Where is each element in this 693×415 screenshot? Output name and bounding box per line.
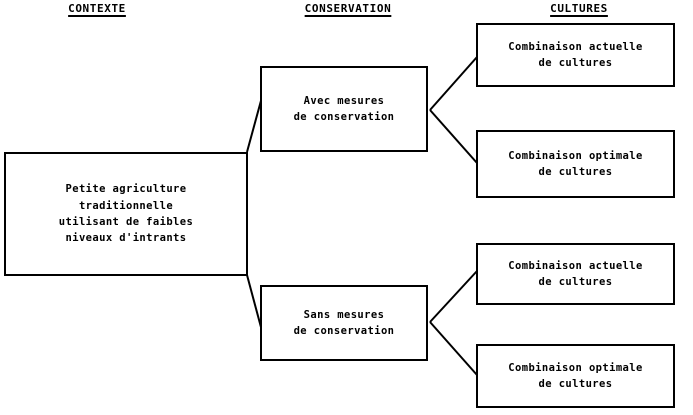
crops-current-box-2[interactable]: Combinaison actuelle de cultures bbox=[476, 243, 675, 305]
crops-optimal-box-2[interactable]: Combinaison optimale de cultures bbox=[476, 344, 675, 408]
without-conservation-box[interactable]: Sans mesures de conservation bbox=[260, 285, 428, 361]
crops-optimal-box-1-label: Combinaison optimale de cultures bbox=[508, 149, 643, 178]
connector-with-to-optimal-1 bbox=[429, 109, 478, 164]
column-header-conservation: CONSERVATION bbox=[288, 2, 408, 15]
crops-optimal-box-1[interactable]: Combinaison optimale de cultures bbox=[476, 130, 675, 198]
crops-current-box-1-label: Combinaison actuelle de cultures bbox=[508, 40, 643, 69]
context-box-label: Petite agriculture traditionnelle utilis… bbox=[58, 183, 194, 245]
context-box[interactable]: Petite agriculture traditionnelle utilis… bbox=[4, 152, 248, 276]
with-conservation-box-label: Avec mesures de conservation bbox=[293, 94, 395, 123]
column-header-cultures: CULTURES bbox=[524, 2, 634, 15]
connector-with-to-current-1 bbox=[429, 56, 478, 111]
column-header-contexte-label: CONTEXTE bbox=[68, 2, 126, 15]
crops-current-box-2-label: Combinaison actuelle de cultures bbox=[508, 259, 643, 288]
connector-without-to-optimal-2 bbox=[429, 321, 478, 376]
column-header-contexte: CONTEXTE bbox=[42, 2, 152, 15]
column-header-conservation-label: CONSERVATION bbox=[304, 2, 392, 15]
crops-optimal-box-2-label: Combinaison optimale de cultures bbox=[508, 361, 643, 390]
with-conservation-box[interactable]: Avec mesures de conservation bbox=[260, 66, 428, 152]
crops-current-box-1[interactable]: Combinaison actuelle de cultures bbox=[476, 23, 675, 87]
column-header-cultures-label: CULTURES bbox=[550, 2, 608, 15]
connector-without-to-current-2 bbox=[429, 270, 478, 323]
without-conservation-box-label: Sans mesures de conservation bbox=[293, 308, 395, 337]
